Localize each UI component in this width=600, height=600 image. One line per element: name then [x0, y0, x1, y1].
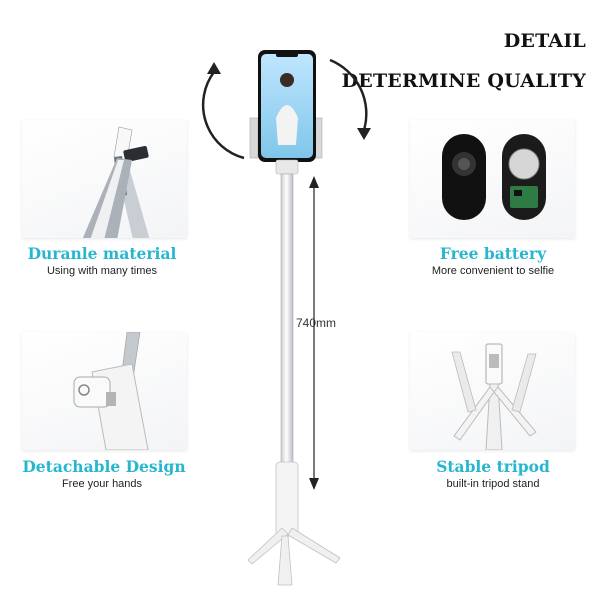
feature-card-tripod — [410, 332, 575, 450]
feature-title-battery: Free battery — [439, 244, 547, 263]
feature-subtitle-battery: More convenient to selfie — [431, 265, 555, 277]
tripod-legs-icon — [451, 343, 537, 450]
feature-subtitle-material: Using with many times — [46, 265, 158, 277]
feature-title-material: Duranle material — [27, 244, 177, 263]
length-measurement-label: 740mm — [296, 316, 337, 330]
feature-card-detachable — [22, 332, 187, 450]
steel-pole-tip-icon — [82, 126, 150, 238]
feature-card-battery — [410, 120, 575, 238]
detachable-mount-icon — [73, 332, 149, 450]
feature-subtitle-tripod: built-in tripod stand — [446, 478, 540, 490]
feature-card-material — [22, 120, 187, 238]
rotate-arrow-left-icon — [201, 71, 245, 160]
remote-control-icon — [442, 134, 546, 220]
feature-title-detachable: Detachable Design — [22, 457, 186, 476]
determine-quality-heading: DETERMINE QUALITY — [341, 70, 586, 92]
rotate-arrow-right-icon — [329, 58, 368, 131]
detail-heading: DETAIL — [503, 30, 586, 52]
feature-title-tripod: Stable tripod — [436, 457, 550, 476]
feature-subtitle-detachable: Free your hands — [61, 478, 143, 490]
